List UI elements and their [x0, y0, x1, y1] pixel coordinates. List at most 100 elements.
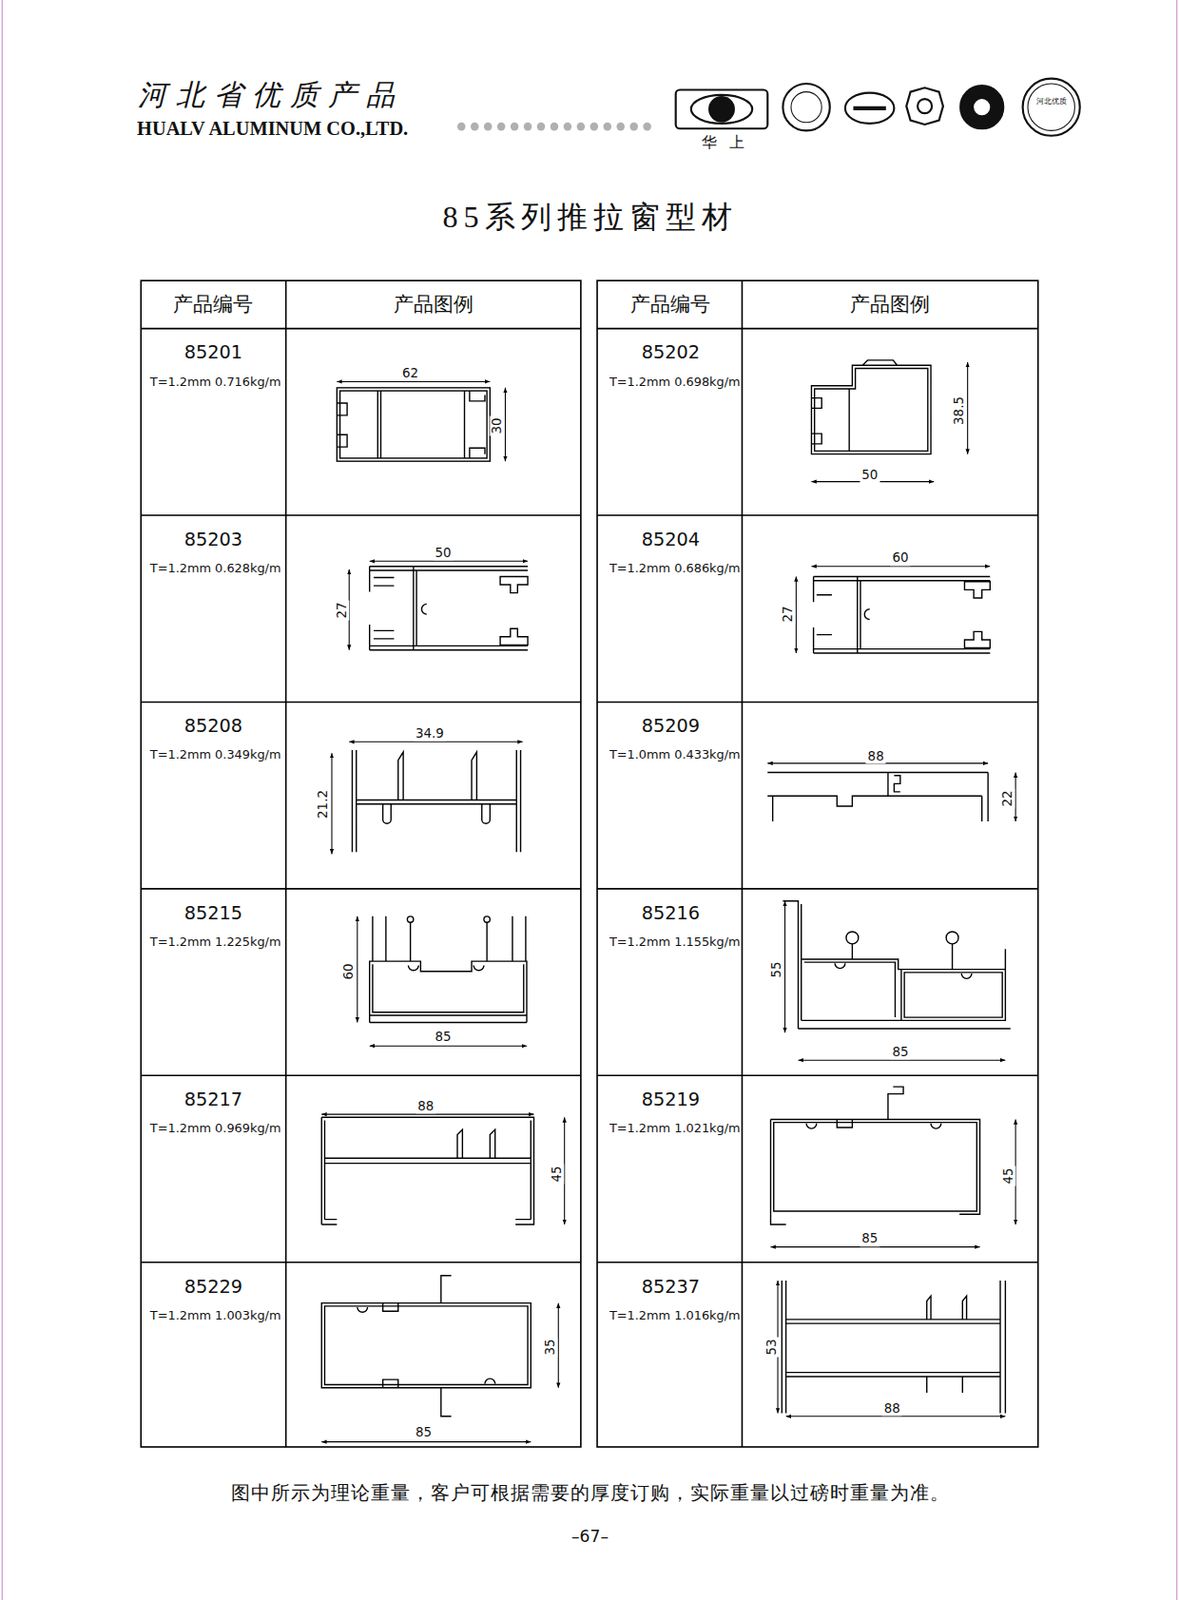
- product-code: 85217: [184, 1089, 243, 1111]
- header-dots-part: [629, 122, 638, 132]
- profile-drawings-part: [846, 931, 859, 945]
- profile-drawings-part: [336, 387, 490, 462]
- dimension-value: 38.5: [951, 394, 967, 427]
- product-code: 85216: [641, 903, 700, 925]
- page-border-part: [1, 0, 3, 1600]
- dimension-lines-part: [795, 576, 797, 654]
- page-title: 85系列推拉窗型材: [442, 199, 737, 235]
- dimension-value: 88: [415, 1099, 436, 1114]
- header-dots-part: [483, 122, 493, 132]
- profile-drawings-part: [483, 916, 490, 923]
- profile-drawings-part: [336, 390, 485, 459]
- dimension-value: 85: [413, 1426, 434, 1441]
- dimension-value: 30: [489, 415, 504, 436]
- table-grid-part: [285, 280, 288, 1448]
- profile-drawings-part: [771, 1086, 981, 1225]
- table-header: 产品编号: [630, 292, 711, 317]
- dimension-lines-part: [356, 916, 358, 1024]
- dimension-value: 27: [334, 599, 349, 620]
- product-code: 85208: [184, 715, 243, 737]
- header-dots-part: [616, 122, 625, 132]
- header-dots-part: [642, 122, 652, 132]
- logo-marks-part: [1027, 83, 1075, 131]
- header-dots-part: [523, 122, 533, 132]
- header-dots-part: [590, 122, 600, 132]
- dimension-value: 22: [1000, 788, 1015, 809]
- dimension-value: 85: [432, 1029, 453, 1044]
- dimension-lines-part: [558, 1303, 560, 1389]
- dimension-lines-part: [1015, 773, 1017, 823]
- table-grid-part: [140, 280, 581, 1448]
- dimension-lines-part: [369, 1045, 527, 1047]
- logo-text: 河北优质: [1036, 97, 1067, 107]
- product-spec: T=1.2mm 1.225kg/m: [150, 935, 282, 950]
- dimension-lines-part: [321, 1441, 531, 1443]
- dimension-value: 88: [882, 1401, 903, 1416]
- dimension-lines-part: [369, 560, 528, 562]
- logo-marks-part: [709, 96, 735, 122]
- product-spec: T=1.0mm 0.433kg/m: [609, 748, 741, 763]
- logo-caption: 华 上: [701, 134, 749, 153]
- dimension-value: 27: [780, 604, 795, 625]
- dimension-lines-part: [348, 741, 522, 743]
- dimension-value: 55: [769, 959, 784, 980]
- header-dots-part: [537, 122, 546, 132]
- page-number: –67–: [571, 1527, 609, 1547]
- page-border-part: [1176, 0, 1178, 1600]
- logo-marks-part: [691, 95, 753, 124]
- header-dots-part: [602, 122, 612, 132]
- product-code: 85203: [184, 529, 243, 551]
- dimension-value: 35: [542, 1337, 558, 1358]
- dimension-value: 62: [400, 366, 421, 381]
- profile-drawings: [321, 360, 1011, 1417]
- dimension-lines: [321, 362, 1016, 1443]
- profile-drawings-part: [369, 916, 527, 1024]
- product-spec: T=1.2mm 1.003kg/m: [150, 1308, 282, 1323]
- profile-drawings-part: [421, 603, 426, 615]
- header-dots: [457, 122, 652, 132]
- profile-drawings-part: [321, 1117, 534, 1225]
- product-spec: T=1.2mm 0.686kg/m: [609, 561, 741, 577]
- header-dots-part: [510, 122, 520, 132]
- dimension-value: 50: [859, 468, 880, 484]
- dimension-lines-part: [797, 1060, 1006, 1062]
- dimension-lines-part: [321, 1114, 534, 1116]
- product-spec: T=1.2mm 0.716kg/m: [150, 374, 282, 389]
- product-spec: T=1.2mm 0.349kg/m: [150, 748, 282, 763]
- table-header: 产品图例: [850, 292, 930, 317]
- header-dots-part: [470, 122, 480, 132]
- profile-drawings-part: [321, 1275, 531, 1417]
- product-code: 85209: [641, 715, 700, 737]
- dimension-value: 60: [889, 551, 910, 566]
- dimension-value: 45: [1001, 1165, 1016, 1186]
- logo-marks-part: [973, 98, 990, 116]
- logo-marks-part: [906, 87, 944, 125]
- table-grid-part: [597, 280, 1039, 1448]
- profile-drawings-part: [406, 916, 413, 923]
- company-name: HUALV ALUMINUM CO.,LTD.: [136, 118, 408, 141]
- product-spec: T=1.2mm 1.021kg/m: [609, 1121, 741, 1137]
- dimension-value: 53: [764, 1337, 779, 1358]
- profile-drawings-part: [811, 360, 931, 455]
- dimension-value: 45: [549, 1163, 564, 1184]
- product-spec: T=1.2mm 0.628kg/m: [150, 561, 282, 577]
- product-spec: T=1.2mm 0.698kg/m: [609, 374, 741, 389]
- dimension-lines-part: [811, 565, 990, 567]
- product-code: 85201: [184, 342, 243, 364]
- profile-drawings-part: [781, 1280, 1006, 1414]
- header-dots-part: [457, 122, 466, 132]
- dimension-lines-part: [786, 1415, 1006, 1417]
- profile-drawings-part: [864, 609, 870, 620]
- logo-marks-part: [676, 89, 769, 129]
- table-header: 产品编号: [173, 292, 253, 317]
- dimension-lines-part: [784, 901, 786, 1033]
- dimension-lines-part: [966, 362, 968, 455]
- product-spec: T=1.2mm 1.016kg/m: [609, 1308, 741, 1323]
- product-code: 85202: [641, 342, 700, 364]
- table-grid-part: [597, 328, 1039, 1263]
- logo-marks-part: [1023, 78, 1081, 136]
- header-dots-part: [497, 122, 506, 132]
- dimension-value: 60: [341, 962, 356, 983]
